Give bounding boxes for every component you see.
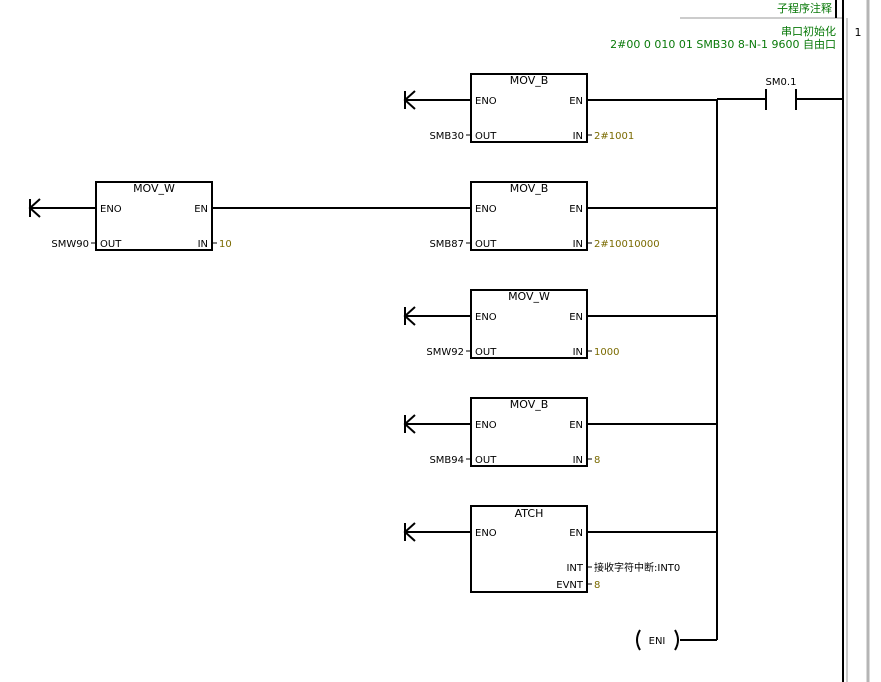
block-name: MOV_B: [510, 74, 549, 87]
in-value: 8: [594, 455, 600, 466]
atch-evnt-value: 8: [594, 580, 600, 591]
pin-out: OUT: [475, 239, 497, 250]
pin-in: IN: [573, 347, 583, 358]
function-block: [470, 289, 588, 359]
pin-eno: ENO: [475, 420, 497, 431]
eno-arrow: [403, 414, 416, 434]
header-bar: [0, 0, 843, 18]
function-block: [470, 73, 588, 143]
network-title: 串口初始化: [781, 24, 836, 38]
atch-pin-eno: ENO: [475, 528, 497, 539]
coil-label: ENI: [649, 636, 666, 647]
block-name: MOV_W: [133, 182, 175, 195]
pin-out: OUT: [475, 347, 497, 358]
right-margin: [843, 0, 881, 682]
eno-arrow: [403, 90, 416, 110]
atch-int-value: 接收字符中断:INT0: [594, 561, 680, 574]
pin-eno: ENO: [475, 312, 497, 323]
function-block: [470, 397, 588, 467]
atch-pin-evnt: EVNT: [556, 580, 584, 591]
pin-en: EN: [194, 204, 208, 215]
pin-out: OUT: [100, 239, 122, 250]
atch-eno-arrow: [403, 522, 416, 542]
pin-out: OUT: [475, 455, 497, 466]
in-value: 2#1001: [594, 131, 634, 142]
eno-arrow: [28, 198, 41, 218]
pin-eno: ENO: [475, 204, 497, 215]
atch-block: [470, 505, 588, 593]
pin-en: EN: [569, 312, 583, 323]
out-value: SMB94: [429, 455, 464, 466]
pin-in: IN: [573, 239, 583, 250]
pin-en: EN: [569, 204, 583, 215]
out-value: SMB87: [429, 239, 464, 250]
eno-arrow: [403, 306, 416, 326]
block-name: MOV_W: [508, 290, 550, 303]
atch-pin-int: INT: [566, 563, 583, 574]
coil-left-arc: [636, 629, 641, 651]
atch-pin-en: EN: [569, 528, 583, 539]
header-title: 子程序注释: [777, 1, 832, 15]
function-block: [470, 181, 588, 251]
pin-in: IN: [573, 131, 583, 142]
pin-en: EN: [569, 96, 583, 107]
in-value: 1000: [594, 347, 619, 358]
pin-out: OUT: [475, 131, 497, 142]
coil-right-arc: [674, 629, 679, 651]
pin-in: IN: [573, 455, 583, 466]
out-value: SMW90: [51, 239, 89, 250]
block-name: MOV_B: [510, 398, 549, 411]
in-value: 2#10010000: [594, 239, 660, 250]
network-number: 1: [855, 26, 862, 39]
function-block: [95, 181, 213, 251]
contact-label: SM0.1: [766, 77, 797, 88]
atch-name: ATCH: [515, 507, 544, 520]
pin-en: EN: [569, 420, 583, 431]
pin-in: IN: [198, 239, 208, 250]
out-value: SMB30: [429, 131, 464, 142]
out-value: SMW92: [426, 347, 464, 358]
in-value: 10: [219, 239, 232, 250]
network-comment: 2#00 0 010 01 SMB30 8-N-1 9600 自由口: [610, 37, 836, 51]
pin-eno: ENO: [100, 204, 122, 215]
pin-eno: ENO: [475, 96, 497, 107]
block-name: MOV_B: [510, 182, 549, 195]
